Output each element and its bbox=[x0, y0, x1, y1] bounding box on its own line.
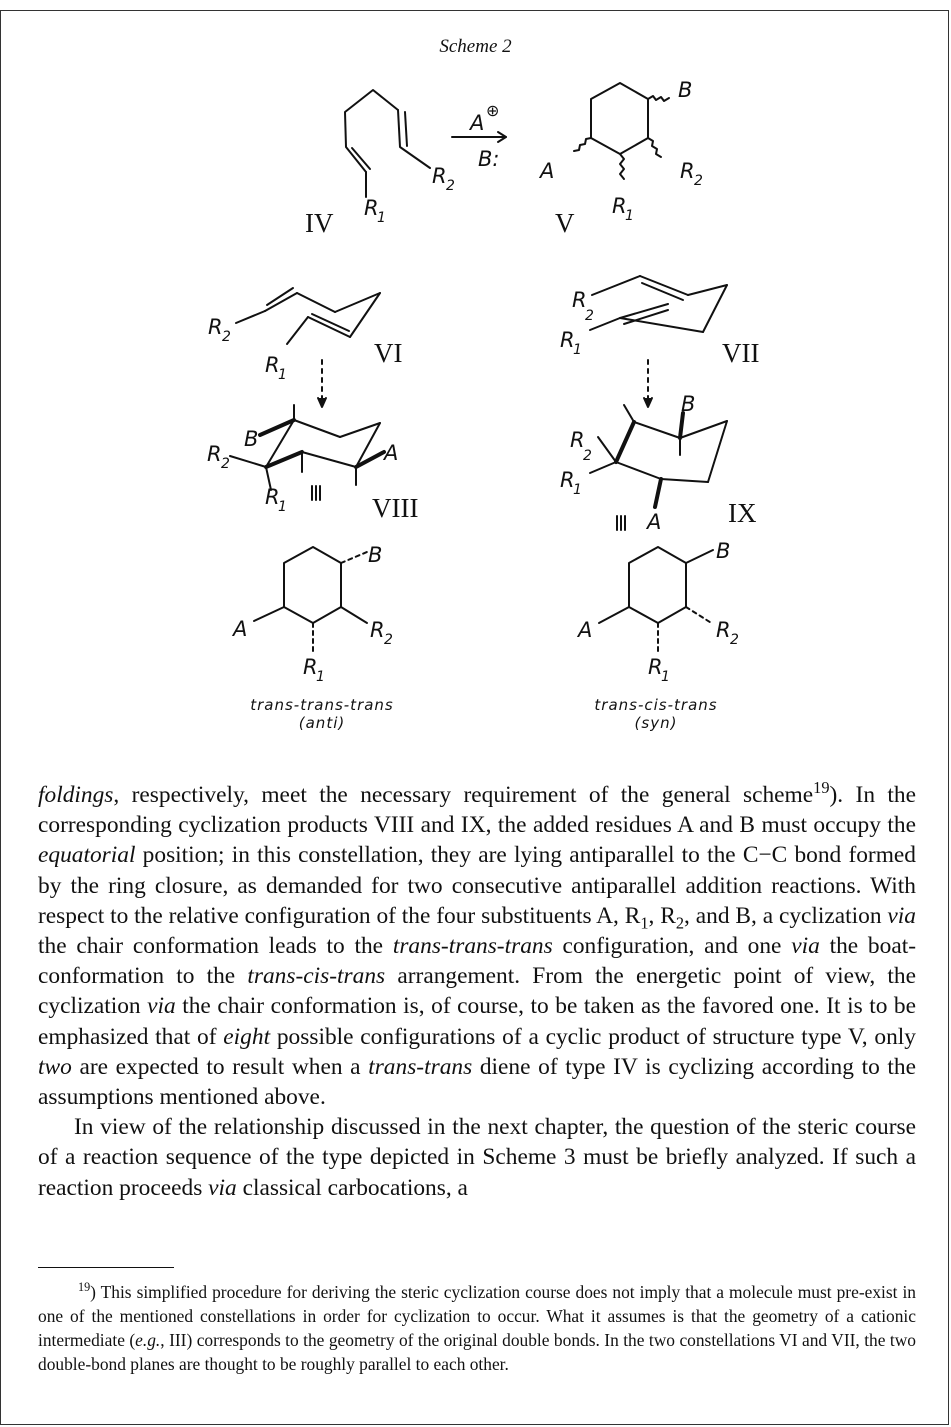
v-r1-sub: 1 bbox=[625, 208, 634, 224]
ix-r2-label: R bbox=[570, 428, 585, 452]
v-a-label: A bbox=[538, 159, 554, 183]
page-frame bbox=[0, 10, 949, 1425]
footnote-19: 19) This simplified procedure for derivi… bbox=[38, 1280, 916, 1374]
v-r1-label: R bbox=[612, 194, 627, 218]
ix-r1-sub: 1 bbox=[573, 482, 582, 498]
ttt-b-label: B bbox=[368, 543, 382, 567]
body-text: foldings, respectively, meet the necessa… bbox=[38, 780, 916, 1203]
iv-r1-sub: 1 bbox=[377, 210, 386, 226]
viii-a-label: A bbox=[382, 441, 398, 465]
vii-r2-sub: 2 bbox=[585, 308, 594, 324]
hexagon-trans-trans-trans bbox=[253, 546, 368, 655]
ix-b-label: B bbox=[681, 392, 695, 416]
scheme-title: Scheme 2 bbox=[439, 36, 512, 57]
compound-label-V: V bbox=[555, 208, 575, 238]
compound-label-IX: IX bbox=[728, 498, 757, 528]
ix-r2-sub: 2 bbox=[583, 448, 592, 464]
viii-r2-label: R bbox=[207, 442, 222, 466]
diene-IV-structure bbox=[344, 89, 431, 198]
footnote-rule bbox=[38, 1267, 174, 1268]
ttt-a-label: A bbox=[231, 617, 247, 641]
dashed-arrow-right bbox=[643, 359, 653, 408]
reagent-charge: ⊕ bbox=[486, 101, 499, 120]
vii-r1-sub: 1 bbox=[573, 342, 582, 358]
viii-r1-sub: 1 bbox=[278, 499, 287, 515]
v-b-label: B bbox=[678, 78, 692, 102]
cyclohexane-V-structure bbox=[573, 82, 670, 180]
compound-label-VII: VII bbox=[722, 338, 759, 368]
tct-r2-label: R bbox=[716, 618, 731, 642]
equivalence-left bbox=[311, 485, 321, 501]
ttt-r1-sub: 1 bbox=[316, 669, 325, 685]
ttt-r2-sub: 2 bbox=[384, 632, 393, 648]
dashed-arrow-left bbox=[317, 359, 327, 408]
iv-r2-sub: 2 bbox=[446, 178, 455, 194]
iv-r2-label: R bbox=[432, 164, 447, 188]
ttt-r1-label: R bbox=[303, 655, 318, 679]
viii-r2-sub: 2 bbox=[221, 456, 230, 472]
viii-r1-label: R bbox=[265, 485, 280, 509]
vi-r1-label: R bbox=[265, 353, 280, 377]
reaction-scheme: A ⊕ B: R 1 R 2 B A R 2 R 1 R 2 R 1 R 2 R… bbox=[207, 78, 759, 732]
equivalence-right bbox=[616, 515, 626, 531]
tct-a-label: A bbox=[576, 618, 592, 642]
tct-r1-sub: 1 bbox=[661, 669, 670, 685]
compound-label-VIII: VIII bbox=[372, 493, 418, 523]
vii-r1-label: R bbox=[560, 328, 575, 352]
reagent-A: A bbox=[468, 111, 484, 135]
v-r2-label: R bbox=[680, 159, 695, 183]
paragraph-2: In view of the relationship discussed in… bbox=[38, 1114, 916, 1201]
ix-r1-label: R bbox=[560, 468, 575, 492]
tct-r1-label: R bbox=[648, 655, 663, 679]
reagent-B: B: bbox=[478, 147, 499, 171]
viii-b-label: B bbox=[244, 427, 258, 451]
v-r2-sub: 2 bbox=[694, 173, 703, 189]
diene-VII-boat-structure bbox=[589, 275, 728, 333]
compound-label-VI: VI bbox=[374, 338, 403, 368]
iv-r1-label: R bbox=[364, 196, 379, 220]
vi-r2-label: R bbox=[208, 315, 223, 339]
compound-label-IV: IV bbox=[305, 208, 334, 238]
paragraph-1: foldings, respectively, meet the necessa… bbox=[38, 778, 916, 1111]
caption-left-type: (anti) bbox=[299, 714, 345, 732]
boat-IX-structure bbox=[589, 404, 728, 509]
reaction-arrow bbox=[451, 131, 507, 143]
chair-VIII-structure bbox=[229, 404, 386, 491]
vii-r2-label: R bbox=[572, 288, 587, 312]
vi-r2-sub: 2 bbox=[222, 329, 231, 345]
vi-r1-sub: 1 bbox=[278, 367, 287, 383]
ix-a-label: A bbox=[645, 510, 661, 534]
diene-VI-chair-structure bbox=[235, 287, 381, 345]
caption-right-config: trans-cis-trans bbox=[594, 696, 717, 714]
hexagon-trans-cis-trans bbox=[598, 546, 714, 655]
caption-right-type: (syn) bbox=[635, 714, 678, 732]
caption-left-config: trans-trans-trans bbox=[250, 696, 394, 714]
ttt-r2-label: R bbox=[370, 618, 385, 642]
tct-r2-sub: 2 bbox=[730, 632, 739, 648]
tct-b-label: B bbox=[716, 539, 730, 563]
